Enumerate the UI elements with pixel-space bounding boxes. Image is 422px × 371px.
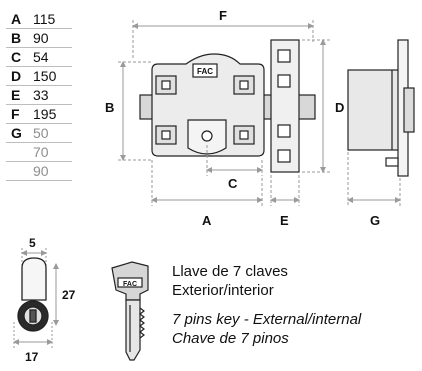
- dimension-row-d: D 150: [6, 67, 72, 86]
- dimension-row-c: C 54: [6, 48, 72, 67]
- cylinder-dimension-drawing: [13, 248, 59, 348]
- key-description-line-1: Llave de 7 claves: [172, 263, 288, 280]
- label-d: D: [335, 100, 345, 115]
- label-e: E: [280, 213, 289, 228]
- dimension-value: 115: [33, 11, 56, 27]
- label-c: C: [228, 176, 238, 191]
- dimension-value: 54: [33, 49, 49, 65]
- key-description-line-4: Chave de 7 pinos: [172, 330, 289, 347]
- label-f: F: [219, 8, 227, 23]
- dimension-line-e: [270, 175, 300, 206]
- cylinder-width-bottom: 17: [25, 350, 39, 364]
- cylinder-width-top: 5: [29, 236, 36, 250]
- lock-body-front: [139, 53, 316, 157]
- dimension-row-g: G 50: [6, 124, 72, 143]
- dimension-line-a: [151, 160, 263, 206]
- dimension-key: F: [11, 106, 20, 122]
- dimension-line-f: [132, 20, 314, 60]
- dimension-row-g-option: 70: [6, 143, 72, 162]
- dimension-key: D: [11, 68, 22, 84]
- label-a: A: [202, 213, 212, 228]
- cylinder-height: 27: [62, 288, 76, 302]
- dimension-value: 50: [33, 125, 49, 141]
- label-g: G: [370, 213, 381, 228]
- key-logo-text: FAC: [123, 281, 137, 288]
- dimension-row-f: F 195: [6, 105, 72, 124]
- key-description-line-3: 7 pins key - External/internal: [172, 311, 362, 328]
- dimension-key: C: [11, 49, 22, 65]
- key-icon: [111, 261, 149, 361]
- dimension-value: 195: [33, 106, 57, 122]
- lock-side-view: [347, 39, 415, 177]
- dimension-value: 70: [33, 144, 49, 160]
- dimension-value: 33: [33, 87, 49, 103]
- dimension-line-g: [347, 152, 401, 206]
- dimension-key: E: [11, 87, 21, 103]
- lock-logo-text: FAC: [197, 67, 213, 76]
- strike-plate: [270, 39, 300, 173]
- dimension-value: 90: [33, 30, 49, 46]
- dimension-row-b: B 90: [6, 29, 72, 48]
- dimension-row-e: E 33: [6, 86, 72, 105]
- dimension-value: 90: [33, 163, 49, 179]
- key-description-line-2: Exterior/interior: [172, 282, 274, 299]
- dimension-line-c: [206, 145, 263, 176]
- dimension-line-b: [118, 61, 152, 161]
- dimension-key: G: [11, 125, 22, 141]
- dimension-key: B: [11, 30, 22, 46]
- dimension-value: 150: [33, 68, 57, 84]
- dimension-row-g-option: 90: [6, 162, 72, 181]
- dimension-table: A 115 B 90 C 54 D 150 E 33 F 195 G 50 70…: [6, 10, 72, 181]
- dimension-key: A: [11, 11, 22, 27]
- dimension-row-a: A 115: [6, 10, 72, 29]
- label-b: B: [105, 100, 115, 115]
- dimension-line-d: [302, 39, 330, 173]
